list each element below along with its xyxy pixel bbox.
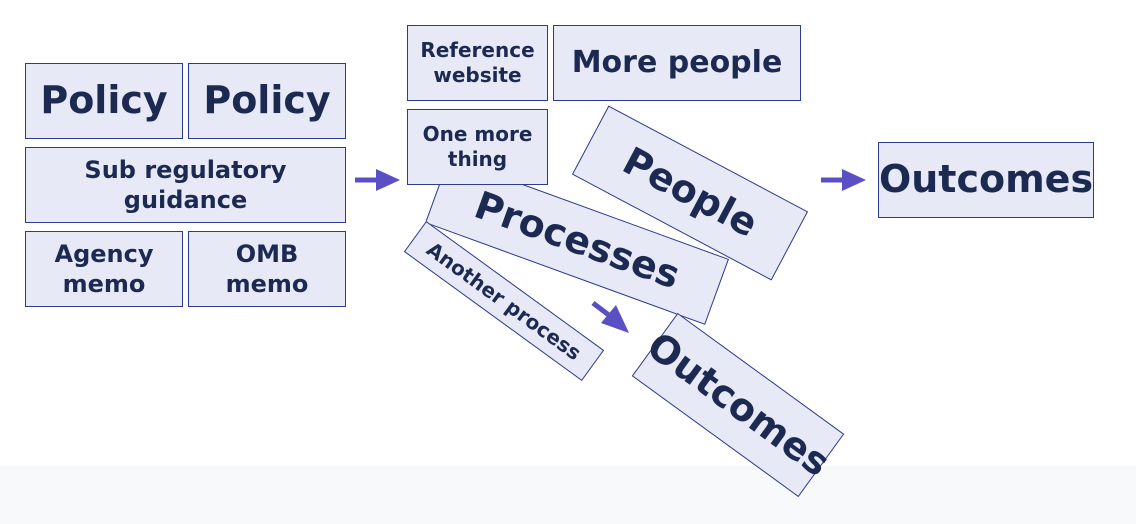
arrow-right-icon-1 [355,169,400,191]
outcomes-label: Outcomes [878,157,1094,202]
outcomes-box: Outcomes [878,142,1094,218]
reference-line-1: Reference [420,38,535,62]
agency-memo-line-1: Agency [54,240,154,268]
policy-box-1: Policy [25,63,183,139]
agency-memo-line-2: memo [62,270,146,298]
omb-memo-box: OMB memo [188,231,346,307]
agency-memo-box: Agency memo [25,231,183,307]
one-more-thing-box: One more thing [407,109,548,185]
policy-box-2: Policy [188,63,346,139]
arrow-right-icon-2 [821,169,866,191]
sub-regulatory-line-2: guidance [123,186,248,214]
policy-label-2: Policy [203,78,331,123]
omb-memo-line-2: memo [225,270,309,298]
more-people-box: More people [553,25,801,101]
sub-regulatory-line-1: Sub regulatory [84,156,287,184]
more-people-label: More people [571,45,783,81]
arrow-diagonal-icon [591,301,629,333]
footer-band [0,466,1136,524]
one-more-line-1: One more [422,122,533,146]
reference-website-box: Reference website [407,25,548,101]
outcomes-tilted-label: Outcomes [638,323,839,486]
omb-memo-line-1: OMB [235,240,299,268]
policy-label-1: Policy [40,78,168,123]
one-more-line-2: thing [447,147,508,171]
reference-line-2: website [433,63,522,87]
sub-regulatory-guidance-box: Sub regulatory guidance [25,147,346,223]
